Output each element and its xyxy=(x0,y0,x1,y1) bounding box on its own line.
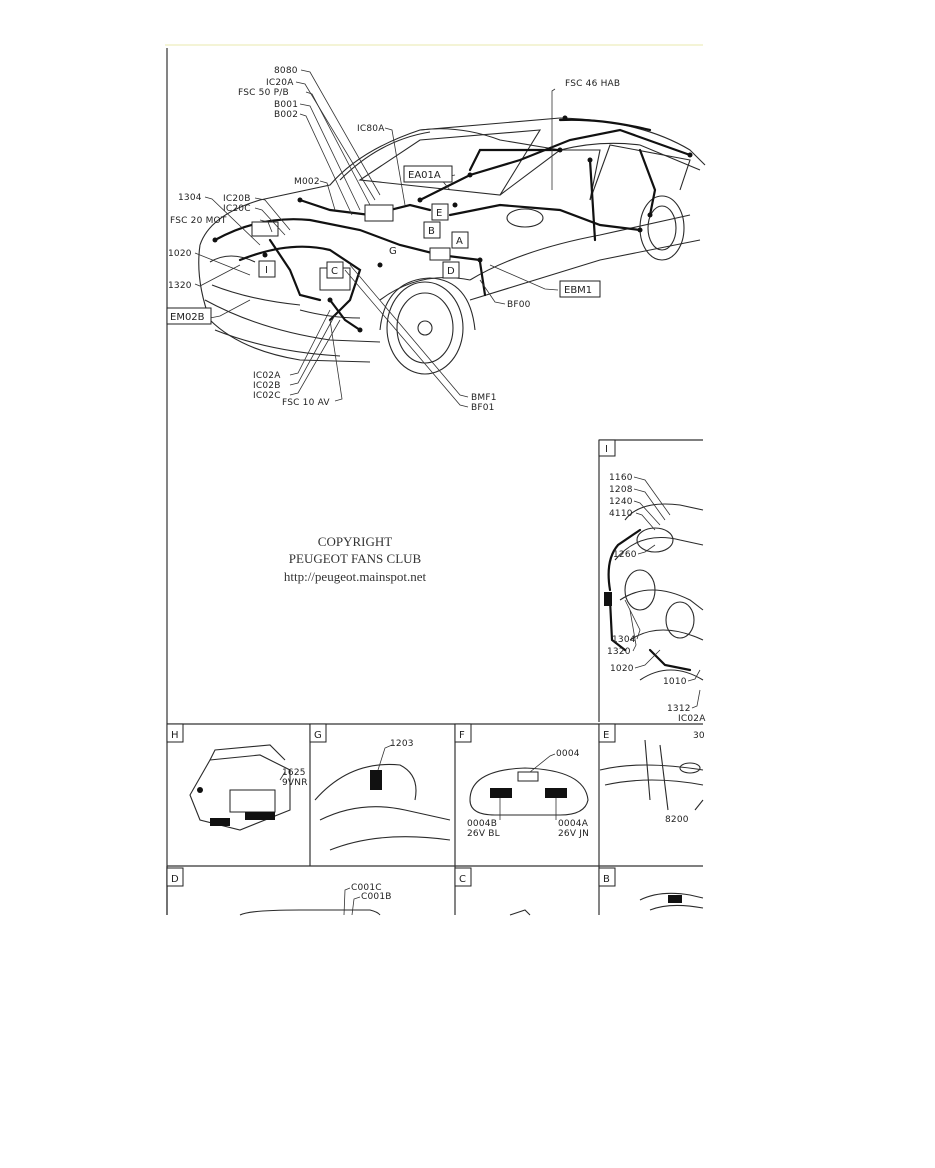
detail-panel-f: F 0004 0004B 26V BL 0004A 26V JN xyxy=(454,723,589,839)
label-ic02c: IC02C xyxy=(253,391,281,401)
zone-i: I xyxy=(265,265,268,276)
label-1304: 1304 xyxy=(178,193,202,203)
zone-markers: E B A G C D I xyxy=(258,203,469,279)
label-1312: 1312 xyxy=(667,704,691,714)
label-9vnr: 9VNR xyxy=(282,778,308,788)
label-ea01a: EA01A xyxy=(408,170,441,181)
label-fsc46hab: FSC 46 HAB xyxy=(565,79,620,89)
label-0004b: 0004B xyxy=(467,819,497,829)
label-bf00: BF00 xyxy=(507,300,531,310)
label-ic20b: IC20B xyxy=(223,194,251,204)
copyright-line2: PEUGEOT FANS CLUB xyxy=(289,551,422,566)
detail-i-letter: I xyxy=(605,444,608,455)
label-1160: 1160 xyxy=(609,473,633,483)
label-0004a: 0004A xyxy=(558,819,589,829)
label-8080: 8080 xyxy=(274,66,298,76)
zone-a: A xyxy=(456,236,463,247)
detail-panel-g: G 1203 xyxy=(309,723,451,851)
label-bmf1: BMF1 xyxy=(471,393,497,403)
label-m002: M002 xyxy=(294,177,320,187)
leader-lines xyxy=(194,69,559,408)
label-1208: 1208 xyxy=(609,485,633,495)
detail-d-letter: D xyxy=(171,874,179,885)
detail-g-letter: G xyxy=(314,730,322,741)
label-1260: 1260 xyxy=(613,550,637,560)
label-1203: 1203 xyxy=(390,739,414,749)
detail-row-1 xyxy=(167,723,703,867)
copyright-block: COPYRIGHT PEUGEOT FANS CLUB http://peuge… xyxy=(284,534,427,584)
detail-panel-h: H 1625 9VNR xyxy=(166,723,308,831)
label-ic20c: IC20C xyxy=(223,204,251,214)
label-ic02a: IC02A xyxy=(253,371,281,381)
detail-panel-b: B xyxy=(598,867,704,911)
label-1020: 1020 xyxy=(168,249,192,259)
label-1320-detail: 1320 xyxy=(607,647,631,657)
main-view-labels: 8080 IC20A FSC 50 P/B B001 B002 IC80A M0… xyxy=(168,66,620,413)
boxed-labels: EA01A EBM1 EM02B xyxy=(166,165,601,325)
label-ic80a: IC80A xyxy=(357,124,385,134)
zone-c: C xyxy=(331,266,338,277)
label-bf01: BF01 xyxy=(471,403,495,413)
detail-panel-c: C xyxy=(454,867,531,916)
label-c001c: C001C xyxy=(351,883,382,893)
label-ic20a: IC20A xyxy=(266,78,294,88)
detail-f-letter: F xyxy=(459,730,465,741)
label-ic02b: IC02B xyxy=(253,381,281,391)
label-1304-detail: 1304 xyxy=(612,635,636,645)
label-fsc10av: FSC 10 AV xyxy=(282,398,330,408)
label-b002: B002 xyxy=(274,110,298,120)
label-fsc20mot: FSC 20 MOT xyxy=(170,216,227,226)
detail-c-letter: C xyxy=(459,874,466,885)
zone-b: B xyxy=(428,226,435,237)
label-1240: 1240 xyxy=(609,497,633,507)
detail-panel-d: D C001C C001B xyxy=(166,867,392,916)
label-4110: 4110 xyxy=(609,509,633,519)
label-1020-detail: 1020 xyxy=(610,664,634,674)
copyright-url: http://peugeot.mainspot.net xyxy=(284,569,427,584)
copyright-line1: COPYRIGHT xyxy=(318,534,392,549)
label-0004: 0004 xyxy=(556,749,580,759)
label-em02b: EM02B xyxy=(170,312,205,323)
label-fsc50pb: FSC 50 P/B xyxy=(238,88,289,98)
label-26v-jn: 26V JN xyxy=(558,829,589,839)
detail-e-letter: E xyxy=(603,730,609,741)
detail-b-letter: B xyxy=(603,874,610,885)
zone-d: D xyxy=(447,266,455,277)
label-b001: B001 xyxy=(274,100,298,110)
zone-g: G xyxy=(389,246,397,257)
label-c001b: C001B xyxy=(361,892,392,902)
label-8200: 8200 xyxy=(665,815,689,825)
detail-panel-e: E 30 8200 xyxy=(598,723,705,825)
label-1625: 1625 xyxy=(282,768,306,778)
car-illustration xyxy=(198,117,706,375)
label-1320: 1320 xyxy=(168,281,192,291)
label-1010: 1010 xyxy=(663,677,687,687)
detail-panel-i: I 1160 1208 1240 4110 1260 1304 1320 102… xyxy=(598,439,706,724)
zone-e: E xyxy=(436,208,442,219)
detail-row-2 xyxy=(166,866,600,915)
label-26v-bl: 26V BL xyxy=(467,829,500,839)
label-30: 30 xyxy=(693,731,705,741)
label-ic02a-detail: IC02A xyxy=(678,714,706,724)
detail-h-letter: H xyxy=(171,730,179,741)
label-ebm1: EBM1 xyxy=(564,285,592,296)
